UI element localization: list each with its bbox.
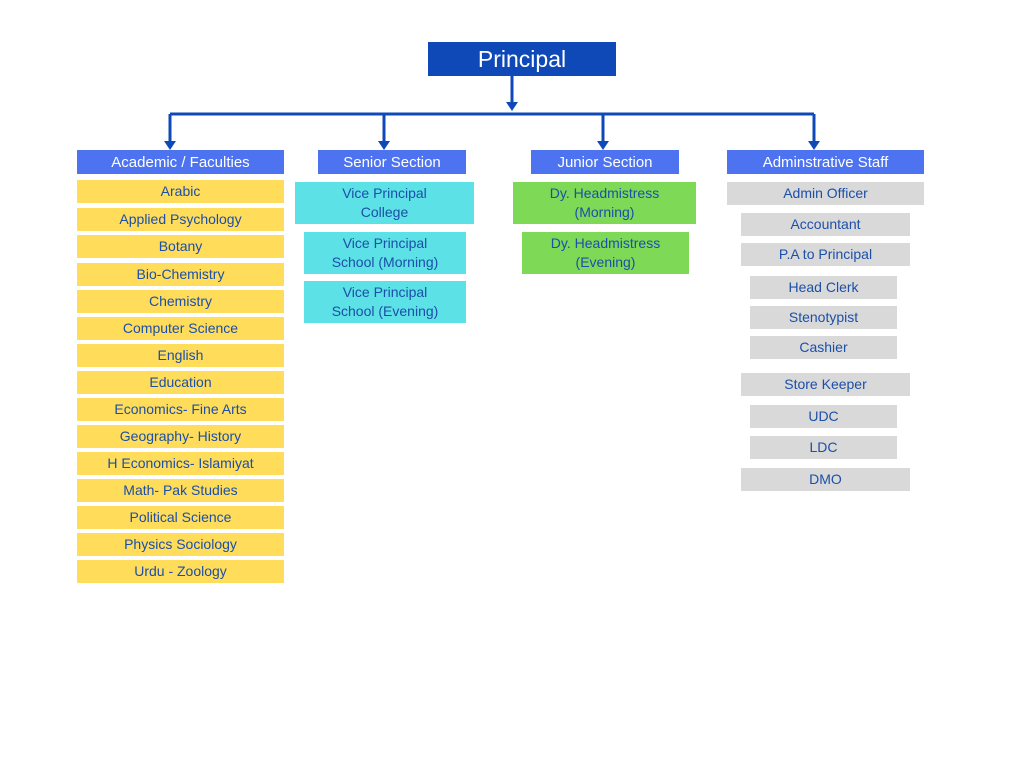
senior-section-header: Senior Section — [318, 150, 466, 174]
faculty-item-political-science: Political Science — [77, 506, 284, 529]
faculty-item-math-pak-studies: Math- Pak Studies — [77, 479, 284, 502]
admin-item-udc: UDC — [750, 405, 897, 428]
faculty-item-english: English — [77, 344, 284, 367]
admin-item-ldc: LDC — [750, 436, 897, 459]
faculty-item-arabic: Arabic — [77, 180, 284, 203]
arrowhead-principal — [506, 102, 518, 111]
faculty-item-botany: Botany — [77, 235, 284, 258]
faculty-item-physics-sociology: Physics Sociology — [77, 533, 284, 556]
faculty-item-urdu-zoology: Urdu - Zoology — [77, 560, 284, 583]
dy-headmistress-morning: Dy. Headmistress (Morning) — [513, 182, 696, 224]
vice-principal-college: Vice Principal College — [295, 182, 474, 224]
faculty-item-chemistry: Chemistry — [77, 290, 284, 313]
admin-item-accountant: Accountant — [741, 213, 910, 236]
principal-box: Principal — [428, 42, 616, 76]
admin-item-stenotypist: Stenotypist — [750, 306, 897, 329]
academic-faculties-header: Academic / Faculties — [77, 150, 284, 174]
admin-item-admin-officer: Admin Officer — [727, 182, 924, 205]
arrowhead-admin — [808, 141, 820, 150]
faculty-item-bio-chemistry: Bio-Chemistry — [77, 263, 284, 286]
admin-item-dmo: DMO — [741, 468, 910, 491]
administrative-staff-header: Adminstrative Staff — [727, 150, 924, 174]
admin-item-cashier: Cashier — [750, 336, 897, 359]
faculty-item-applied-psychology: Applied Psychology — [77, 208, 284, 231]
arrowhead-junior — [597, 141, 609, 150]
faculty-item-economics-fine-arts: Economics- Fine Arts — [77, 398, 284, 421]
faculty-item-geography-history: Geography- History — [77, 425, 284, 448]
arrowhead-senior — [378, 141, 390, 150]
vice-principal-school-morning: Vice Principal School (Morning) — [304, 232, 466, 274]
faculty-item-h-economics-islamiyat: H Economics- Islamiyat — [77, 452, 284, 475]
admin-item-pa-to-principal: P.A to Principal — [741, 243, 910, 266]
admin-item-store-keeper: Store Keeper — [741, 373, 910, 396]
dy-headmistress-evening: Dy. Headmistress (Evening) — [522, 232, 689, 274]
vice-principal-school-evening: Vice Principal School (Evening) — [304, 281, 466, 323]
faculty-item-education: Education — [77, 371, 284, 394]
junior-section-header: Junior Section — [531, 150, 679, 174]
arrowhead-academic — [164, 141, 176, 150]
admin-item-head-clerk: Head Clerk — [750, 276, 897, 299]
faculty-item-computer-science: Computer Science — [77, 317, 284, 340]
